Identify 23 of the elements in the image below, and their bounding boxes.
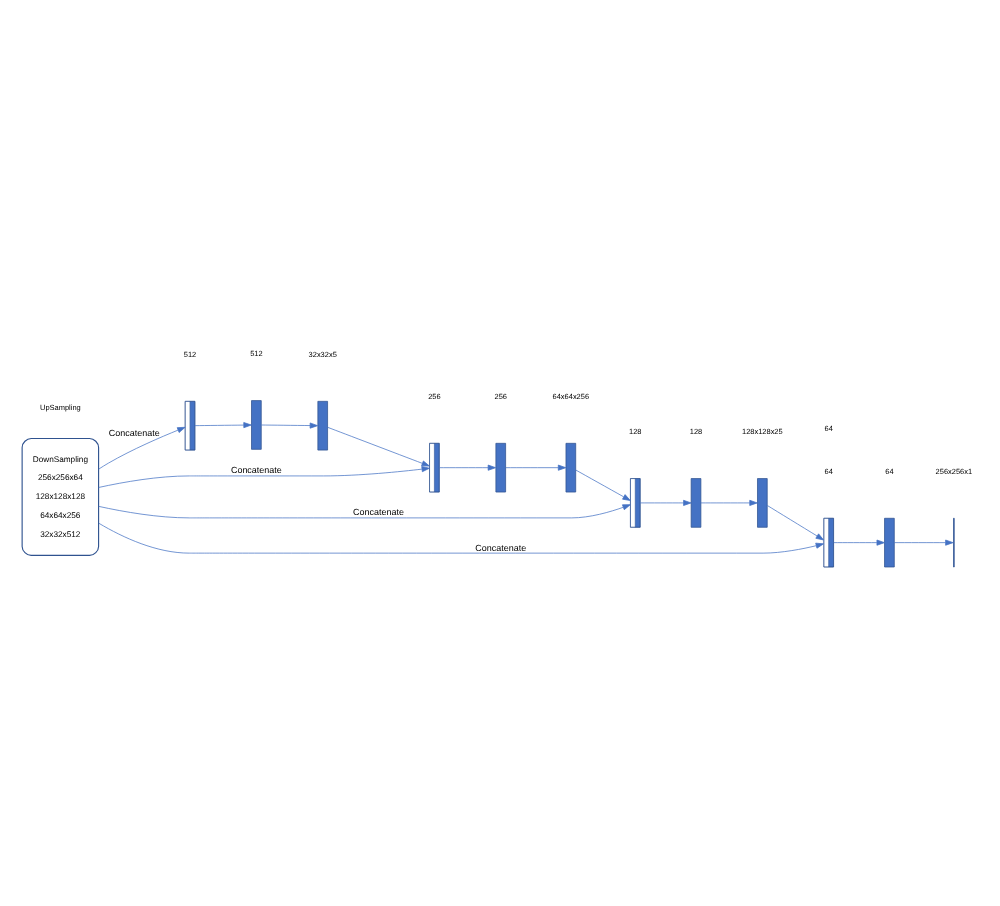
- arrow: [439, 463, 496, 470]
- node-bar: [317, 399, 328, 450]
- node-bar: [757, 477, 768, 527]
- arrow: [194, 421, 252, 428]
- node-bar: [884, 516, 895, 567]
- arrow: [575, 468, 631, 500]
- arrow: [98, 465, 430, 487]
- arrow: [98, 521, 824, 553]
- arrow: [327, 425, 430, 466]
- arrow: [261, 421, 318, 428]
- node-bar: [690, 477, 702, 527]
- node-bar: [495, 441, 506, 492]
- arrow: [767, 504, 824, 540]
- arrow: [833, 538, 885, 545]
- arrow: [98, 425, 186, 469]
- arrow: [700, 498, 758, 505]
- arrow: [893, 538, 954, 545]
- arrow: [505, 463, 567, 470]
- arrow: [98, 503, 631, 518]
- node-line: [953, 516, 955, 567]
- node-bar: [251, 399, 262, 449]
- arrow: [639, 498, 692, 505]
- node-bar: [565, 441, 577, 492]
